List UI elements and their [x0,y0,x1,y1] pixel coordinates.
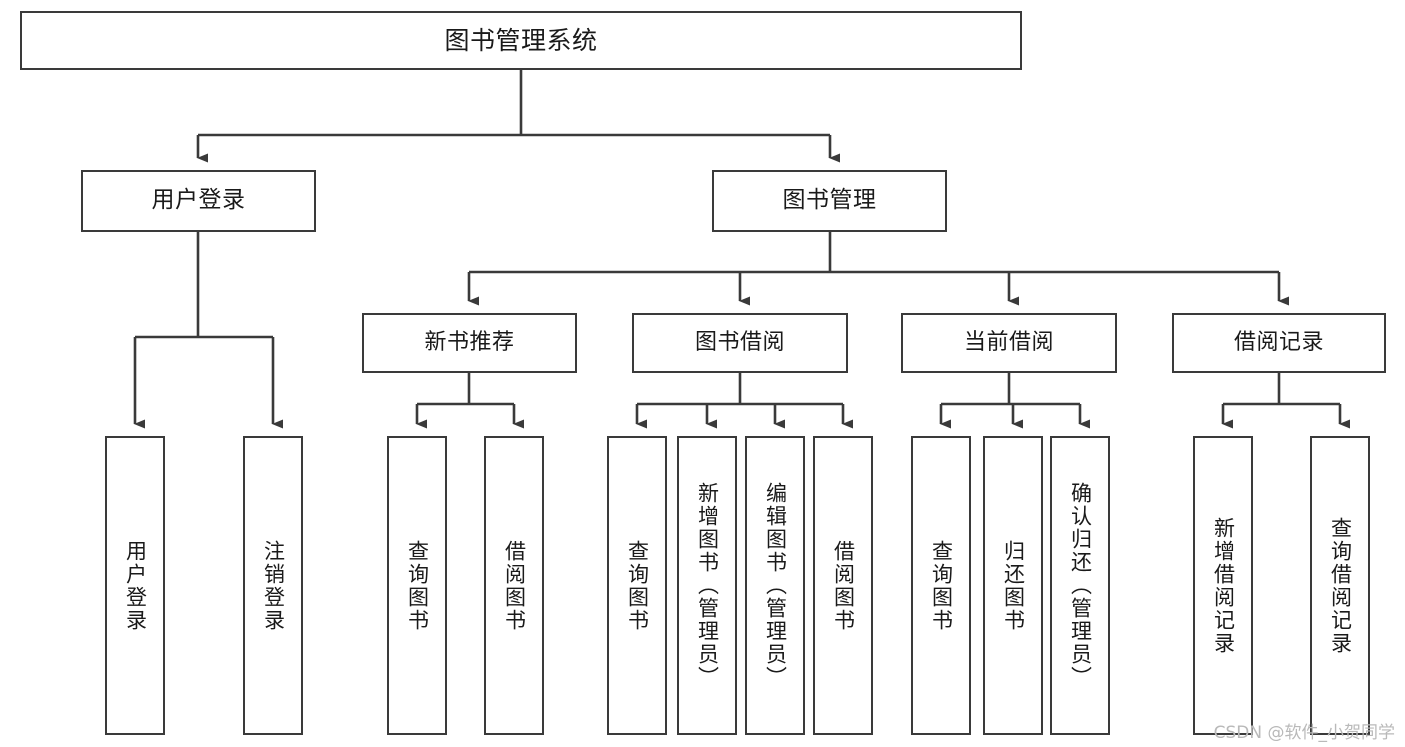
node-root-label: 图书管理系统 [444,25,598,55]
node-current-borrowing-label: 当前借阅 [963,330,1054,356]
node-leaf-search-borrow-record-label: 查询借阅记录 [1328,516,1353,655]
node-leaf-add-book-admin[interactable]: 新增图书（管理员） [677,436,737,735]
node-leaf-search-book-recommendation[interactable]: 查询图书 [387,436,447,735]
node-leaf-confirm-return-admin[interactable]: 确认归还（管理员） [1050,436,1110,735]
node-leaf-search-book-current[interactable]: 查询图书 [911,436,971,735]
node-leaf-logout[interactable]: 注销登录 [243,436,303,735]
node-leaf-return-book-label: 归还图书 [1001,539,1026,632]
node-leaf-return-book[interactable]: 归还图书 [983,436,1043,735]
node-user-login-label: 用户登录 [151,187,246,214]
node-new-book-recommendation-label: 新书推荐 [424,330,515,356]
node-leaf-search-book-borrowing[interactable]: 查询图书 [607,436,667,735]
node-book-borrowing[interactable]: 图书借阅 [632,313,848,373]
node-book-management[interactable]: 图书管理 [712,170,947,232]
node-leaf-edit-book-admin-label: 编辑图书（管理员） [763,482,788,689]
node-leaf-borrow-book-label: 借阅图书 [831,539,856,632]
node-leaf-search-book-current-label: 查询图书 [929,539,954,632]
node-leaf-user-login-label: 用户登录 [123,539,148,632]
node-leaf-add-borrow-record-label: 新增借阅记录 [1211,516,1236,655]
node-new-book-recommendation[interactable]: 新书推荐 [362,313,577,373]
node-leaf-logout-label: 注销登录 [261,539,286,632]
node-borrowing-record-label: 借阅记录 [1233,330,1324,356]
node-book-management-label: 图书管理 [782,187,877,214]
node-book-borrowing-label: 图书借阅 [694,330,785,356]
node-leaf-borrow-book[interactable]: 借阅图书 [813,436,873,735]
node-borrowing-record[interactable]: 借阅记录 [1172,313,1386,373]
node-leaf-search-book-borrowing-label: 查询图书 [625,539,650,632]
node-leaf-confirm-return-admin-label: 确认归还（管理员） [1068,482,1093,689]
node-leaf-search-borrow-record[interactable]: 查询借阅记录 [1310,436,1370,735]
node-current-borrowing[interactable]: 当前借阅 [901,313,1117,373]
watermark: CSDN @软件_小贺同学 [1213,723,1395,743]
node-leaf-add-borrow-record[interactable]: 新增借阅记录 [1193,436,1253,735]
node-leaf-add-book-admin-label: 新增图书（管理员） [695,482,720,689]
node-leaf-user-login[interactable]: 用户登录 [105,436,165,735]
node-leaf-borrow-book-recommendation-label: 借阅图书 [502,539,527,632]
node-user-login[interactable]: 用户登录 [81,170,316,232]
node-leaf-search-book-recommendation-label: 查询图书 [405,539,430,632]
node-root[interactable]: 图书管理系统 [20,11,1022,70]
node-leaf-edit-book-admin[interactable]: 编辑图书（管理员） [745,436,805,735]
node-leaf-borrow-book-recommendation[interactable]: 借阅图书 [484,436,544,735]
